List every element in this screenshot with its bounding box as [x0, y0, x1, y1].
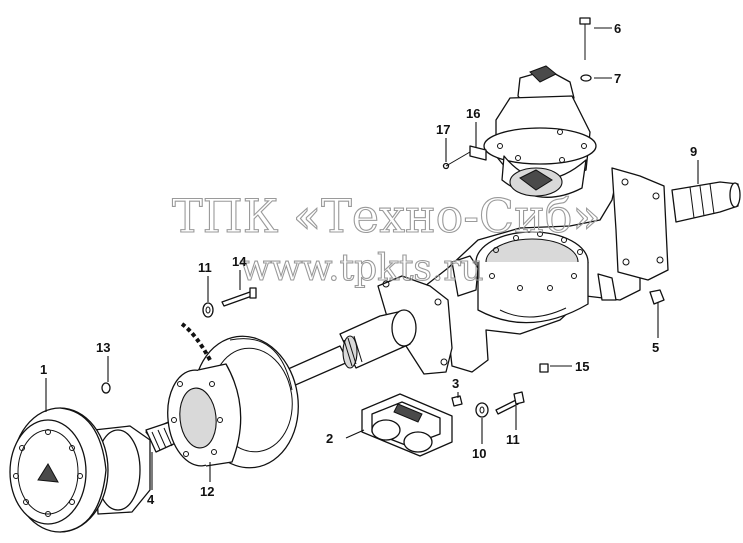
label-3: 3	[452, 376, 459, 391]
label-1: 1	[40, 362, 47, 377]
label-6: 6	[614, 21, 621, 36]
brake-caliper	[361, 393, 453, 457]
label-2: 2	[326, 431, 333, 446]
watermark: ТПК «Техно-Сиб» www.tpkts.ru	[171, 188, 601, 289]
label-17: 17	[436, 122, 450, 137]
watermark-line2: www.tpkts.ru	[240, 248, 484, 289]
label-5: 5	[652, 340, 659, 355]
label-11-left: 11	[198, 260, 212, 275]
label-16: 16	[466, 106, 480, 121]
label-15: 15	[575, 359, 589, 374]
axle-spindle	[671, 181, 741, 223]
label-10: 10	[472, 446, 486, 461]
wheel-hub	[9, 407, 151, 533]
watermark-line1: ТПК «Техно-Сиб»	[172, 189, 601, 243]
leader-lines	[45, 27, 699, 490]
label-4: 4	[147, 492, 155, 507]
label-14: 14	[232, 254, 247, 269]
label-12: 12	[200, 484, 214, 499]
axle-housing	[419, 167, 669, 373]
label-7: 7	[614, 71, 621, 86]
part-labels: 6 7 9 5 15 16 17 14 11 13 1 2 3 10 11 4 …	[40, 21, 697, 507]
differential-carrier	[483, 65, 597, 198]
label-13: 13	[96, 340, 110, 355]
fasteners	[101, 17, 665, 418]
label-9: 9	[690, 144, 697, 159]
label-11-right: 11	[506, 432, 520, 447]
hub-flange	[167, 363, 242, 467]
